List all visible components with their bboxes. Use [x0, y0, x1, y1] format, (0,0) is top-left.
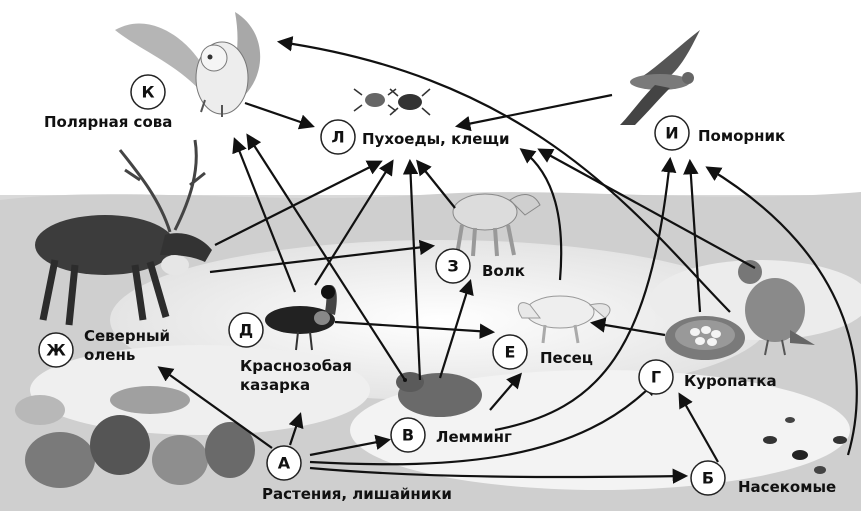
- node-b-letter: Б: [702, 469, 714, 488]
- node-zh-label-1: Северный: [84, 327, 170, 345]
- node-b-label: Насекомые: [738, 478, 836, 496]
- node-d-label-1: Краснозобая: [240, 357, 352, 375]
- node-l-letter: Л: [331, 128, 344, 147]
- node-e-label: Песец: [540, 349, 593, 367]
- node-i-letter: И: [665, 124, 678, 143]
- arrow-i-l: [458, 95, 612, 126]
- node-k-label: Полярная сова: [44, 113, 172, 131]
- lice-ticks-icon: [354, 89, 430, 115]
- node-z-label: Волк: [482, 262, 525, 280]
- node-g-letter: Г: [651, 368, 661, 387]
- node-a-letter: А: [278, 454, 291, 473]
- node-k-letter: К: [141, 83, 154, 102]
- node-v-letter: В: [402, 426, 414, 445]
- nest-eggs-icon: [665, 316, 745, 360]
- node-k: К Полярная сова: [44, 75, 172, 131]
- node-zh-letter: Ж: [46, 341, 66, 360]
- node-v-label: Лемминг: [436, 428, 512, 446]
- node-g-label: Куропатка: [684, 372, 777, 390]
- node-i-label: Поморник: [698, 127, 785, 145]
- node-i: И Поморник: [655, 116, 785, 150]
- node-l: Л Пухоеды, клещи: [321, 120, 510, 154]
- node-e-letter: Е: [505, 343, 516, 362]
- skua-icon: [620, 30, 700, 125]
- node-l-label: Пухоеды, клещи: [362, 130, 510, 148]
- node-d-letter: Д: [239, 321, 253, 340]
- node-d-label-2: казарка: [240, 376, 310, 394]
- node-a-label: Растения, лишайники: [262, 485, 452, 503]
- node-zh-label-2: олень: [84, 346, 135, 364]
- arrow-k-l: [245, 103, 312, 126]
- node-z-letter: З: [447, 257, 458, 276]
